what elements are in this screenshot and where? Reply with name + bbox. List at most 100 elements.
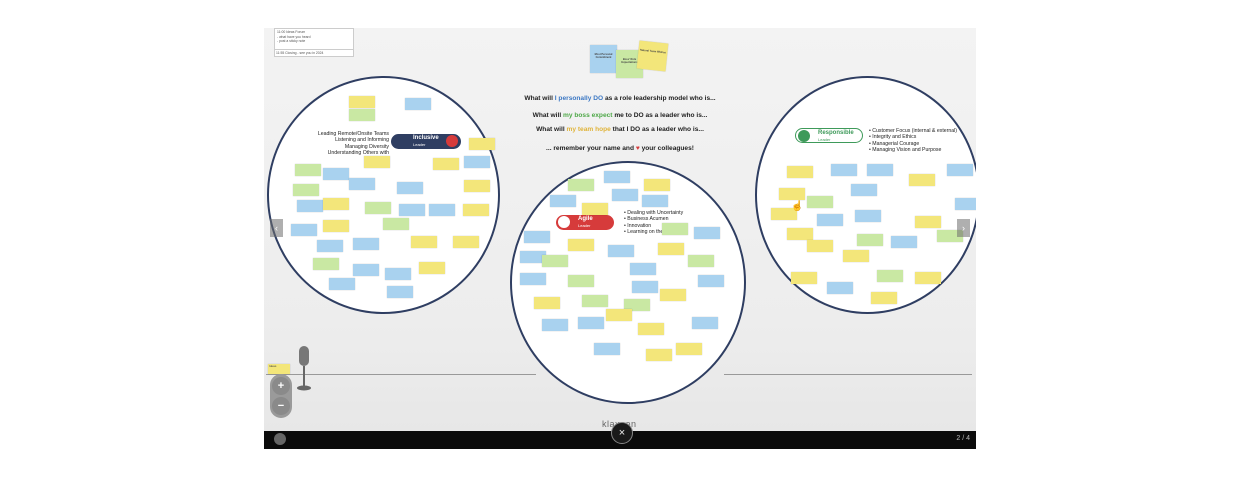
sticky-note[interactable] [787, 228, 813, 240]
sticky-note[interactable] [779, 188, 805, 200]
sticky-note[interactable] [891, 236, 917, 248]
sticky-note[interactable] [399, 204, 425, 216]
sticky-note[interactable] [349, 178, 375, 190]
sticky-note[interactable] [397, 182, 423, 194]
sticky-note[interactable] [520, 273, 546, 285]
sticky-note[interactable] [817, 214, 843, 226]
sticky-note[interactable] [524, 231, 550, 243]
zoom-out-button[interactable]: − [272, 397, 290, 415]
sticky-note[interactable] [787, 166, 813, 178]
sticky-note[interactable] [843, 250, 869, 262]
sticky-note[interactable] [807, 240, 833, 252]
close-button[interactable]: × [611, 422, 633, 444]
sticky-note[interactable] [877, 270, 903, 282]
sticky-note[interactable] [662, 223, 688, 235]
sticky-note[interactable]: Most Personal Commitment [590, 45, 617, 73]
sticky-note[interactable] [578, 317, 604, 329]
sticky-note[interactable] [676, 343, 702, 355]
sticky-note[interactable] [365, 202, 391, 214]
sticky-note[interactable] [550, 195, 576, 207]
sticky-note[interactable] [644, 179, 670, 191]
sticky-note[interactable] [385, 268, 411, 280]
sticky-note[interactable] [364, 156, 390, 168]
sticky-note[interactable] [582, 295, 608, 307]
sticky-note[interactable] [955, 198, 976, 210]
download-icon[interactable] [274, 433, 286, 445]
sticky-note[interactable] [606, 309, 632, 321]
sticky-note[interactable] [353, 264, 379, 276]
sticky-note[interactable] [297, 200, 323, 212]
sticky-note[interactable] [947, 164, 973, 176]
sticky-note[interactable] [568, 179, 594, 191]
sticky-note[interactable] [855, 210, 881, 222]
sticky-note[interactable] [323, 220, 349, 232]
sticky-note[interactable] [915, 272, 941, 284]
sticky-note[interactable] [469, 138, 495, 150]
sticky-note[interactable] [534, 297, 560, 309]
sticky-note[interactable] [405, 98, 431, 110]
sticky-note[interactable] [698, 275, 724, 287]
sticky-note[interactable] [630, 263, 656, 275]
sticky-note[interactable] [464, 156, 490, 168]
sticky-note[interactable] [323, 168, 349, 180]
sticky-note[interactable] [827, 282, 853, 294]
whiteboard-canvas[interactable]: 11:00 Ideas Forum - what have you heard … [264, 28, 976, 449]
sticky-note[interactable] [453, 236, 479, 248]
sticky-note[interactable] [317, 240, 343, 252]
sticky-note[interactable] [909, 174, 935, 186]
sticky-note[interactable] [937, 230, 963, 242]
sticky-note[interactable] [851, 184, 877, 196]
sticky-note[interactable] [463, 204, 489, 216]
sticky-note[interactable] [871, 292, 897, 304]
sticky-note[interactable] [915, 216, 941, 228]
sticky-note[interactable] [411, 236, 437, 248]
inclusive-leader-circle[interactable]: Leading Remote/Onsite Teams Listening an… [267, 76, 500, 314]
sticky-note[interactable] [807, 196, 833, 208]
sticky-note[interactable] [582, 203, 608, 215]
sticky-note[interactable] [831, 164, 857, 176]
sticky-note[interactable] [857, 234, 883, 246]
sticky-note[interactable] [694, 227, 720, 239]
sticky-note[interactable]: Ideas [268, 364, 290, 374]
sticky-note[interactable] [464, 180, 490, 192]
sticky-note[interactable] [660, 289, 686, 301]
sticky-note[interactable] [658, 243, 684, 255]
sticky-note[interactable] [323, 198, 349, 210]
sticky-note[interactable] [520, 251, 546, 263]
sticky-note[interactable] [568, 275, 594, 287]
sticky-note[interactable] [429, 204, 455, 216]
sticky-note[interactable] [349, 96, 375, 108]
sticky-note[interactable]: Natural Team Wishes [636, 40, 669, 72]
sticky-note[interactable] [608, 245, 634, 257]
sticky-note[interactable] [867, 164, 893, 176]
sticky-note[interactable] [604, 171, 630, 183]
sticky-note[interactable] [383, 218, 409, 230]
responsible-leader-circle[interactable]: Responsible Leader • Customer Focus (int… [755, 76, 976, 314]
prev-slide-button[interactable]: ‹ [270, 219, 283, 237]
sticky-note[interactable] [433, 158, 459, 170]
zoom-in-button[interactable]: + [272, 377, 290, 395]
sticky-note[interactable] [387, 286, 413, 298]
sticky-note[interactable] [624, 299, 650, 311]
sticky-note[interactable] [642, 195, 668, 207]
sticky-note[interactable] [313, 258, 339, 270]
agile-leader-circle[interactable]: Agile Leader • Dealing with Uncertainty … [510, 161, 746, 404]
sticky-note[interactable] [688, 255, 714, 267]
sticky-note[interactable] [329, 278, 355, 290]
sticky-note[interactable] [542, 255, 568, 267]
sticky-note[interactable] [353, 238, 379, 250]
sticky-note[interactable] [594, 343, 620, 355]
next-slide-button[interactable]: › [957, 219, 970, 237]
sticky-note[interactable] [419, 262, 445, 274]
sticky-note[interactable] [542, 319, 568, 331]
sticky-note[interactable] [349, 109, 375, 121]
sticky-note[interactable] [568, 239, 594, 251]
sticky-note[interactable] [646, 349, 672, 361]
sticky-note[interactable] [293, 184, 319, 196]
sticky-note[interactable] [291, 224, 317, 236]
sticky-note[interactable] [771, 208, 797, 220]
sticky-note[interactable] [612, 189, 638, 201]
sticky-note[interactable] [692, 317, 718, 329]
sticky-note[interactable] [791, 272, 817, 284]
sticky-note[interactable] [295, 164, 321, 176]
